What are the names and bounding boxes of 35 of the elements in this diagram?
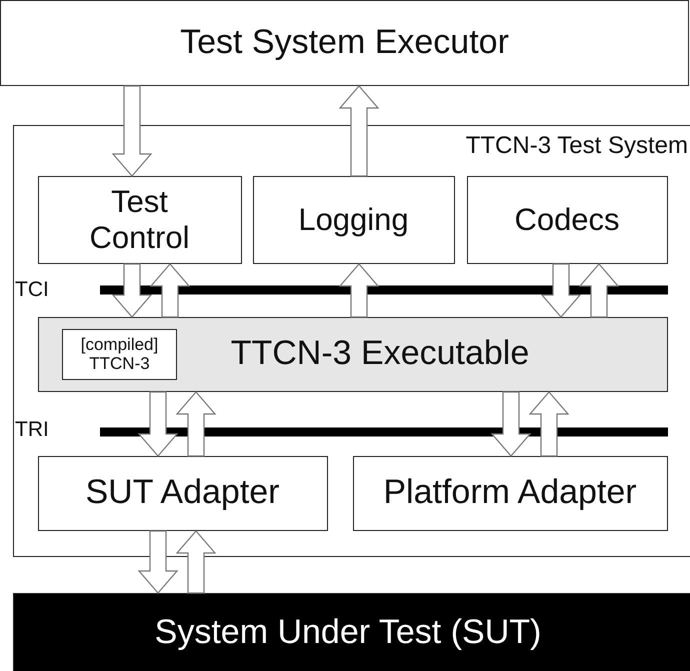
adapter-box xyxy=(38,456,328,530)
interface-label: TRI xyxy=(15,418,49,442)
block-arrow xyxy=(338,85,380,177)
component-box xyxy=(466,176,668,264)
block-arrow xyxy=(112,85,152,177)
executor-box xyxy=(0,0,689,86)
block-arrow xyxy=(540,263,582,318)
system-container xyxy=(13,125,690,557)
block-arrow xyxy=(338,263,380,318)
box-label: TTCN-3 Executable xyxy=(230,334,530,374)
compiled-code-box xyxy=(62,329,177,380)
box-label: Codecs xyxy=(514,202,620,238)
executable-box xyxy=(38,316,668,392)
block-arrow xyxy=(112,263,152,318)
box-label: Logging xyxy=(298,202,409,238)
block-arrow xyxy=(578,263,620,318)
container-heading: TTCN-3 Test System xyxy=(466,132,688,160)
component-box xyxy=(38,176,242,264)
block-arrow xyxy=(138,530,178,594)
box-label: Test Control xyxy=(88,184,190,256)
block-arrow xyxy=(176,391,216,457)
component-box xyxy=(252,176,454,264)
block-arrow xyxy=(490,391,532,457)
block-arrow xyxy=(528,391,570,457)
adapter-box xyxy=(352,456,668,530)
box-label: SUT Adapter xyxy=(85,473,280,513)
block-arrow xyxy=(150,263,190,318)
box-label: [compiled] TTCN-3 xyxy=(80,336,160,374)
system-under-test-box xyxy=(13,593,690,671)
box-label: System Under Test (SUT) xyxy=(154,613,542,653)
box-label: Test System Executor xyxy=(180,23,509,63)
block-arrow xyxy=(176,530,216,594)
block-arrow xyxy=(138,391,178,457)
box-label: Platform Adapter xyxy=(383,473,637,513)
interface-label: TCI xyxy=(15,278,49,302)
